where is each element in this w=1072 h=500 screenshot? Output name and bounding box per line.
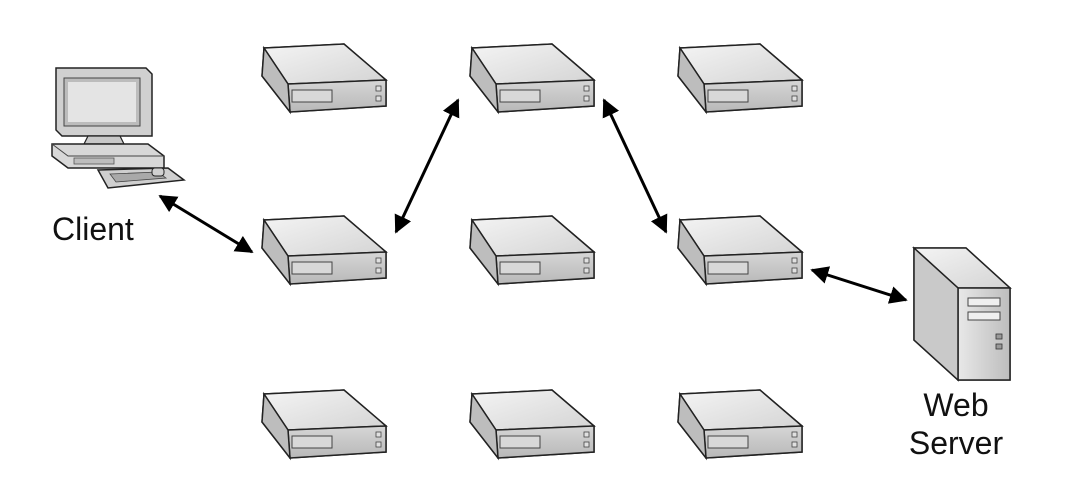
arrow-client-to-relay — [158, 194, 254, 254]
relay-grid — [261, 43, 804, 461]
web-server-label: Web Server — [896, 386, 1016, 462]
relay-r1c2-icon — [469, 43, 596, 115]
web-server-label-line1: Web — [923, 387, 989, 423]
relay-r3c2-icon — [469, 389, 596, 461]
client-computer-icon — [51, 67, 186, 189]
arrow-relay-top-to-relay-exit — [602, 98, 668, 234]
web-server-icon — [912, 246, 1012, 382]
relay-r1c1-icon — [261, 43, 388, 115]
relay-r2c1-icon — [261, 215, 388, 287]
relay-r2c3-icon — [677, 215, 804, 287]
relay-r3c1-icon — [261, 389, 388, 461]
connection-arrows — [158, 98, 908, 304]
relay-r2c2-icon — [469, 215, 596, 287]
arrow-relay-exit-to-server — [810, 266, 908, 304]
relay-r1c3-icon — [677, 43, 804, 115]
client-label: Client — [52, 211, 134, 247]
relay-r3c3-icon — [677, 389, 804, 461]
arrow-relay-to-relay-top — [394, 98, 460, 234]
web-server-label-line2: Server — [908, 425, 1004, 461]
